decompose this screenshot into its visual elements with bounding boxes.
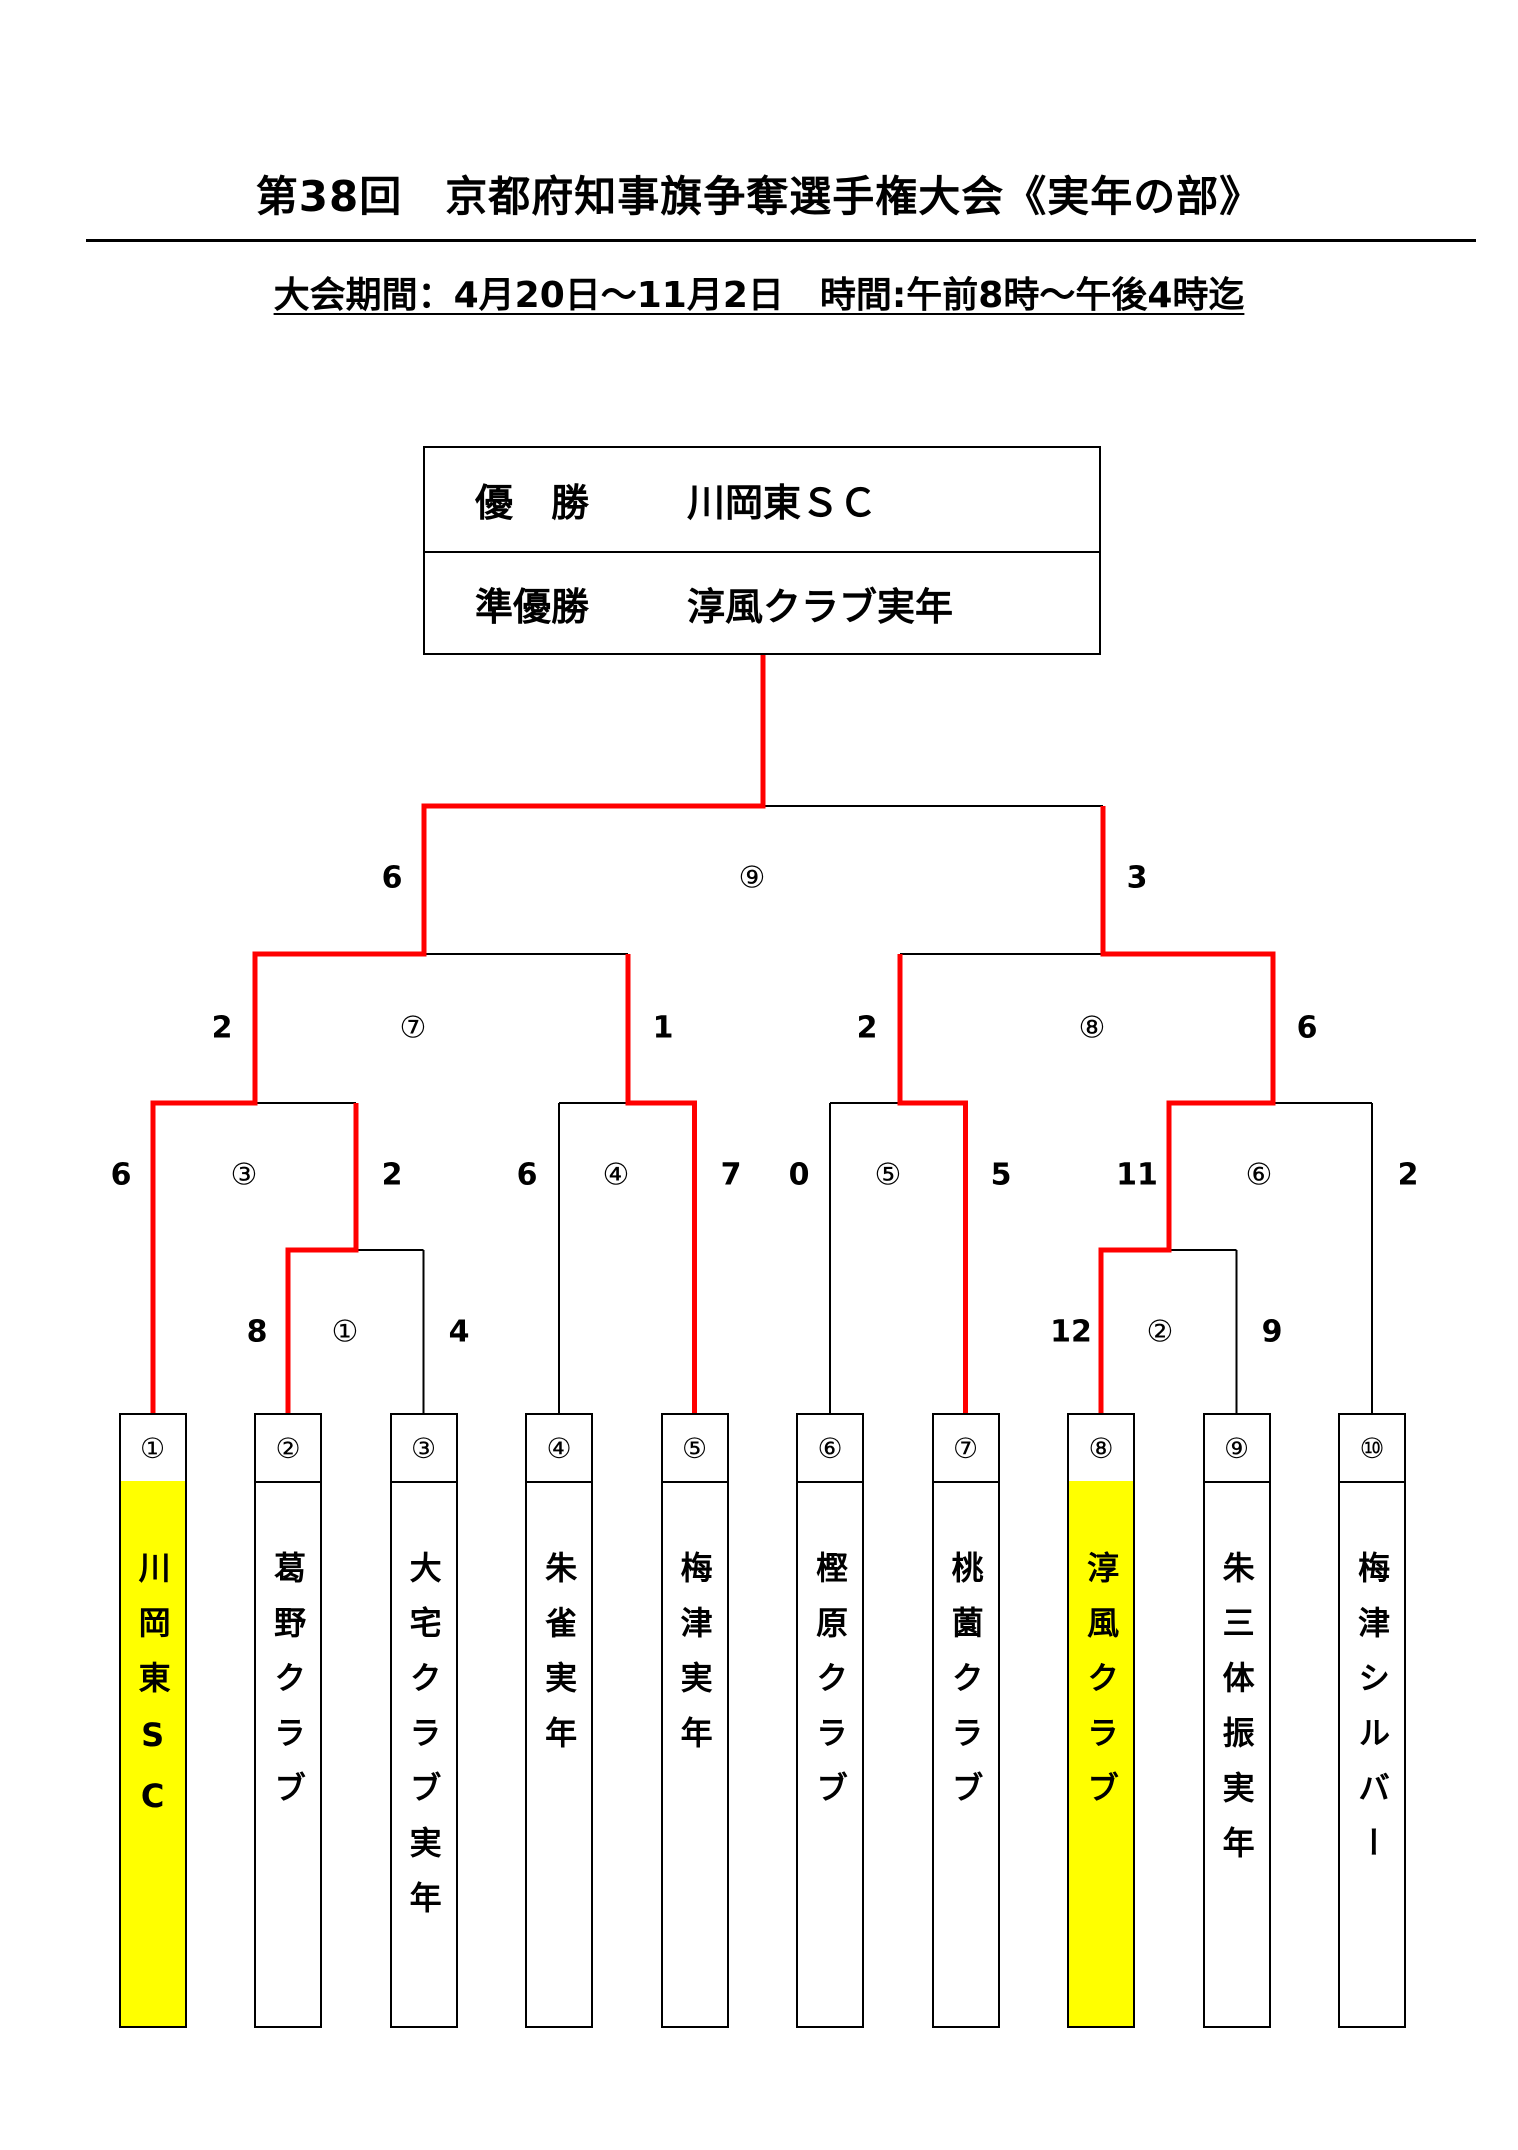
team-number: ⑥ bbox=[798, 1415, 863, 1483]
team-name: 朱三体振実年 bbox=[1217, 1551, 1256, 1881]
match-number-m7: ⑦ bbox=[399, 1010, 427, 1046]
champion-name: 川岡東ＳＣ bbox=[687, 480, 878, 525]
team-box: ⑦ 桃薗クラブ bbox=[931, 1413, 1000, 2028]
results-box: 優 勝 川岡東ＳＣ 準優勝 淳風クラブ実年 bbox=[423, 446, 1101, 655]
winner-path-team1 bbox=[150, 655, 766, 1413]
team-box: ① 川岡東SC bbox=[118, 1413, 187, 2028]
match-number-m8: ⑧ bbox=[1078, 1010, 1106, 1046]
match-number-m5: ⑤ bbox=[874, 1157, 902, 1193]
team-name-area: 葛野クラブ bbox=[256, 1481, 320, 2026]
runnerup-row: 準優勝 淳風クラブ実年 bbox=[425, 550, 1099, 656]
match-number-m2: ② bbox=[1146, 1314, 1174, 1350]
score-m4-right: 7 bbox=[720, 1157, 742, 1193]
page-title: 第38回 京都府知事旗争奪選手権大会《実年の部》 bbox=[255, 172, 1263, 221]
winner-path-team8 bbox=[1098, 806, 1276, 1413]
score-m8-left: 2 bbox=[856, 1010, 878, 1046]
team-number: ⑧ bbox=[1069, 1415, 1134, 1483]
score-m3-right: 2 bbox=[381, 1157, 403, 1193]
team-name: 朱雀実年 bbox=[540, 1551, 579, 1771]
team-name-area: 大宅クラブ実年 bbox=[392, 1481, 456, 2026]
winner-path-team5 bbox=[625, 954, 697, 1413]
team-name: 梅津実年 bbox=[675, 1551, 714, 1771]
score-m9-right: 3 bbox=[1126, 860, 1148, 896]
score-m9-left: 6 bbox=[381, 860, 403, 896]
schedule-text: 大会期間：4月20日～11月2日 時間:午前8時～午後4時迄 bbox=[273, 275, 1245, 316]
team-name-area: 朱雀実年 bbox=[527, 1481, 591, 2026]
team-box: ⑧ 淳風クラブ bbox=[1067, 1413, 1136, 2028]
team-name-area: 朱三体振実年 bbox=[1205, 1481, 1269, 2026]
team-box: ⑩ 梅津シルバー bbox=[1338, 1413, 1407, 2028]
score-m1-right: 4 bbox=[448, 1314, 470, 1350]
team-box: ③ 大宅クラブ実年 bbox=[389, 1413, 458, 2028]
team-name: 葛野クラブ bbox=[269, 1551, 308, 1826]
team-name: 川岡東SC bbox=[133, 1551, 172, 1838]
winner-path-team7 bbox=[897, 954, 968, 1413]
team-name-area: 桃薗クラブ bbox=[934, 1481, 998, 2026]
team-box: ④ 朱雀実年 bbox=[525, 1413, 594, 2028]
team-name: 梅津シルバー bbox=[1353, 1551, 1392, 1881]
score-m1-left: 8 bbox=[246, 1314, 268, 1350]
team-name-area: 樫原クラブ bbox=[798, 1481, 862, 2026]
team-name: 樫原クラブ bbox=[811, 1551, 850, 1826]
team-box: ⑥ 樫原クラブ bbox=[796, 1413, 865, 2028]
match-number-m6: ⑥ bbox=[1245, 1157, 1273, 1193]
team-number: ⑦ bbox=[933, 1415, 998, 1483]
team-number: ① bbox=[120, 1415, 185, 1483]
runnerup-name: 淳風クラブ実年 bbox=[687, 585, 954, 630]
score-m6-left: 11 bbox=[1116, 1157, 1158, 1193]
score-m3-left: 6 bbox=[110, 1157, 132, 1193]
match-number-m4: ④ bbox=[602, 1157, 630, 1193]
match-number-m1: ① bbox=[331, 1314, 359, 1350]
team-name: 大宅クラブ実年 bbox=[404, 1551, 443, 1936]
team-box: ⑤ 梅津実年 bbox=[660, 1413, 729, 2028]
score-m5-left: 0 bbox=[788, 1157, 810, 1193]
team-number: ⑨ bbox=[1204, 1415, 1269, 1483]
winner-path-team2 bbox=[285, 1103, 359, 1413]
team-name: 淳風クラブ bbox=[1082, 1551, 1121, 1826]
score-m8-right: 6 bbox=[1296, 1010, 1318, 1046]
score-m4-left: 6 bbox=[516, 1157, 538, 1193]
team-number: ④ bbox=[527, 1415, 592, 1483]
team-number: ② bbox=[256, 1415, 321, 1483]
team-number: ③ bbox=[391, 1415, 456, 1483]
match-number-m3: ③ bbox=[230, 1157, 258, 1193]
score-m7-right: 1 bbox=[652, 1010, 674, 1046]
team-name: 桃薗クラブ bbox=[946, 1551, 985, 1826]
runnerup-label: 準優勝 bbox=[475, 585, 590, 630]
team-number: ⑩ bbox=[1340, 1415, 1405, 1483]
team-name-area: 梅津シルバー bbox=[1340, 1481, 1404, 2026]
team-name-area: 梅津実年 bbox=[663, 1481, 727, 2026]
team-box: ⑨ 朱三体振実年 bbox=[1202, 1413, 1271, 2028]
team-name-area: 川岡東SC bbox=[120, 1481, 185, 2026]
team-name-area: 淳風クラブ bbox=[1069, 1481, 1134, 2026]
champion-label: 優 勝 bbox=[475, 480, 590, 525]
schedule-subtitle: 大会期間：4月20日～11月2日 時間:午前8時～午後4時迄 bbox=[0, 266, 1518, 318]
champion-row: 優 勝 川岡東ＳＣ bbox=[425, 448, 1099, 551]
title-divider bbox=[86, 239, 1476, 242]
score-m2-left: 12 bbox=[1050, 1314, 1092, 1350]
score-m2-right: 9 bbox=[1261, 1314, 1283, 1350]
score-m5-right: 5 bbox=[990, 1157, 1012, 1193]
team-number: ⑤ bbox=[662, 1415, 727, 1483]
team-box: ② 葛野クラブ bbox=[254, 1413, 323, 2028]
match-number-m9: ⑨ bbox=[738, 860, 766, 896]
score-m7-left: 2 bbox=[211, 1010, 233, 1046]
score-m6-right: 2 bbox=[1397, 1157, 1419, 1193]
